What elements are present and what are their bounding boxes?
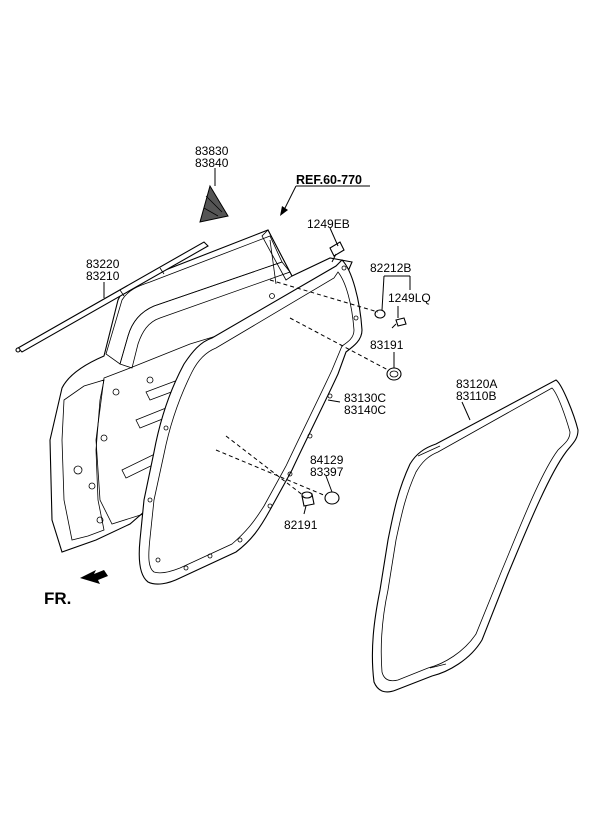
label-82212B: 82212B bbox=[370, 261, 411, 275]
label-83191: 83191 bbox=[370, 338, 404, 352]
body-weatherstrip bbox=[371, 379, 579, 693]
leader-lines bbox=[103, 168, 471, 515]
label-83397: 83397 bbox=[310, 465, 344, 479]
plug-83191 bbox=[386, 367, 402, 381]
label-84129: 84129 bbox=[310, 453, 344, 467]
label-1249LQ: 1249LQ bbox=[388, 291, 431, 305]
plug-82191 bbox=[301, 491, 315, 507]
label-fr: FR. bbox=[44, 589, 71, 608]
label-83110B: 83110B bbox=[456, 389, 496, 403]
grommet-82212B bbox=[374, 309, 386, 319]
label-83220: 83220 bbox=[86, 257, 120, 271]
label-83140C: 83140C bbox=[344, 403, 386, 417]
door-weatherstrip-inner bbox=[138, 259, 363, 585]
label-83840: 83840 bbox=[195, 156, 229, 170]
front-arrow-icon bbox=[80, 570, 108, 584]
label-ref-60-770: REF.60-770 bbox=[296, 173, 362, 187]
label-83830: 83830 bbox=[195, 144, 229, 158]
belt-moulding bbox=[15, 241, 209, 353]
label-83120A: 83120A bbox=[456, 377, 497, 391]
label-82191: 82191 bbox=[284, 518, 318, 532]
clip-1249LQ bbox=[391, 317, 407, 329]
delta-moulding bbox=[199, 184, 229, 223]
part-labels: 83830 83840 REF.60-770 1249EB 83220 8321… bbox=[44, 144, 497, 608]
label-83130C: 83130C bbox=[344, 391, 386, 405]
label-1249EB: 1249EB bbox=[307, 217, 350, 231]
label-83210: 83210 bbox=[86, 269, 120, 283]
plug-84129 bbox=[324, 491, 340, 505]
